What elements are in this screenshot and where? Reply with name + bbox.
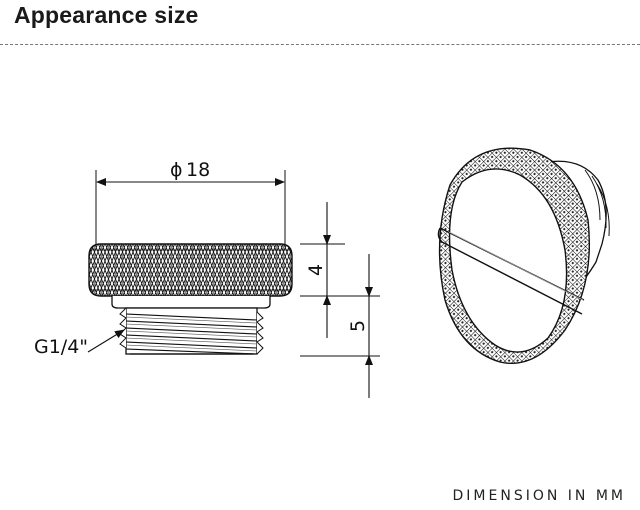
knurled-head	[88, 243, 293, 297]
page-title: Appearance size	[14, 2, 199, 28]
diameter-symbol: ϕ	[170, 159, 183, 181]
side-view: ϕ 18 G1/4"	[34, 159, 293, 358]
height-dimensions: 4 5	[300, 202, 380, 398]
perspective-view	[437, 147, 610, 364]
diameter-value: 18	[186, 159, 210, 181]
thread-label: G1/4"	[34, 336, 88, 358]
threaded-section	[119, 307, 264, 355]
title-divider	[0, 44, 640, 45]
thread-leader-line	[87, 329, 125, 353]
units-note: DIMENSION IN MM	[452, 488, 626, 504]
flat-face	[448, 168, 568, 353]
head-height-value: 4	[305, 264, 327, 276]
thread-height-value: 5	[347, 320, 369, 332]
